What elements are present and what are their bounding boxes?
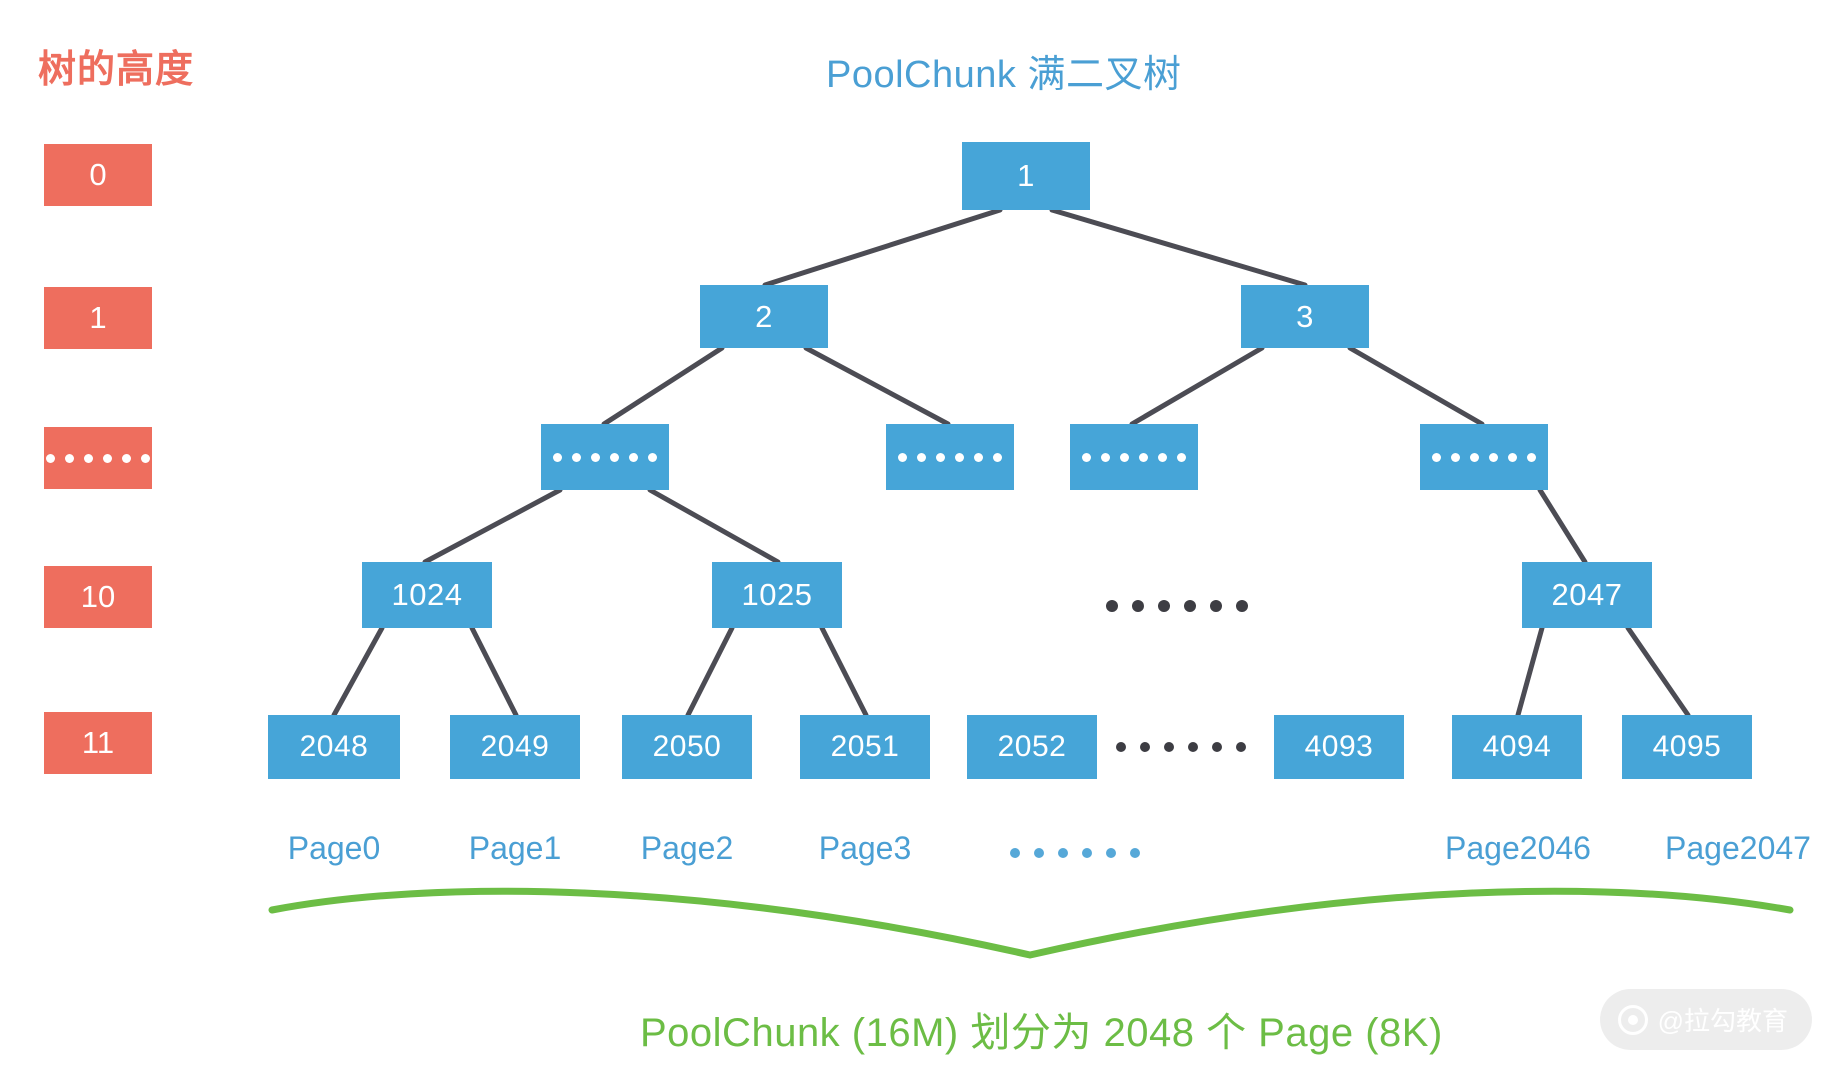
node-label: 1025 xyxy=(741,577,813,612)
tree-node-2052: 2052 xyxy=(967,715,1097,779)
tree-node-2047: 2047 xyxy=(1522,562,1652,628)
node-label: 2047 xyxy=(1551,577,1623,612)
ellipsis-dots xyxy=(46,453,150,463)
diagram-caption: PoolChunk (16M) 划分为 2048 个 Page (8K) xyxy=(640,1011,1443,1055)
height-label-0: 0 xyxy=(44,144,152,206)
tree-node-ellipsis-3 xyxy=(1070,424,1198,490)
tree-node-4094: 4094 xyxy=(1452,715,1582,779)
page-label-gap-ellipsis xyxy=(1010,848,1140,858)
page-label-0: Page0 xyxy=(287,830,381,866)
tree-node-4093: 4093 xyxy=(1274,715,1404,779)
node-label: 2052 xyxy=(997,730,1067,763)
page-title: PoolChunk 满二叉树 xyxy=(826,54,1182,96)
watermark-logo-icon xyxy=(1617,1004,1648,1035)
node-label: 1024 xyxy=(391,577,463,612)
node-label: 2051 xyxy=(830,730,900,763)
ellipsis-dots xyxy=(553,452,657,462)
tree-node-ellipsis-2 xyxy=(886,424,1014,490)
page-label-2: Page2 xyxy=(640,830,734,866)
ellipsis-dots xyxy=(1082,452,1186,462)
page-title-tree-height: 树的高度 xyxy=(38,49,195,91)
tree-node-1025: 1025 xyxy=(712,562,842,628)
tree-node-2048: 2048 xyxy=(268,715,400,779)
height-label-text: 1 xyxy=(89,300,107,335)
node-label: 2048 xyxy=(299,730,369,763)
node-label: 2 xyxy=(755,298,773,334)
tree-node-3: 3 xyxy=(1241,285,1369,348)
tree-node-1: 1 xyxy=(962,142,1090,210)
node-label: 2049 xyxy=(480,730,550,763)
tree-node-1024: 1024 xyxy=(362,562,492,628)
height-label-11: 11 xyxy=(44,712,152,774)
height-label-1: 1 xyxy=(44,287,152,349)
level10-gap-ellipsis xyxy=(1106,600,1248,612)
tree-node-2049: 2049 xyxy=(450,715,580,779)
node-label: 1 xyxy=(1017,158,1035,193)
ellipsis-dots xyxy=(1432,452,1536,462)
page-label-3: Page3 xyxy=(818,830,912,866)
node-label: 4094 xyxy=(1482,730,1552,763)
watermark: @拉勾教育 xyxy=(1599,989,1812,1050)
ellipsis-dots xyxy=(898,452,1002,462)
watermark-text: @拉勾教育 xyxy=(1657,1006,1788,1036)
page-label-1: Page1 xyxy=(468,830,562,866)
page-label-2047: Page2047 xyxy=(1665,830,1811,866)
level11-gap-ellipsis xyxy=(1116,742,1246,752)
height-label-text: 11 xyxy=(81,725,115,760)
node-label: 4093 xyxy=(1304,730,1374,763)
height-label-text: 10 xyxy=(80,579,116,614)
tree-node-ellipsis-1 xyxy=(541,424,669,490)
tree-node-4095: 4095 xyxy=(1622,715,1752,779)
tree-node-2: 2 xyxy=(700,285,828,348)
height-label-text: 0 xyxy=(89,157,107,192)
height-label-ellipsis xyxy=(44,427,152,489)
node-label: 4095 xyxy=(1652,730,1722,763)
tree-node-2050: 2050 xyxy=(622,715,752,779)
tree-node-ellipsis-4 xyxy=(1420,424,1548,490)
node-label: 3 xyxy=(1296,298,1314,334)
height-label-10: 10 xyxy=(44,566,152,628)
node-label: 2050 xyxy=(652,730,722,763)
tree-node-2051: 2051 xyxy=(800,715,930,779)
page-label-2046: Page2046 xyxy=(1445,830,1591,866)
